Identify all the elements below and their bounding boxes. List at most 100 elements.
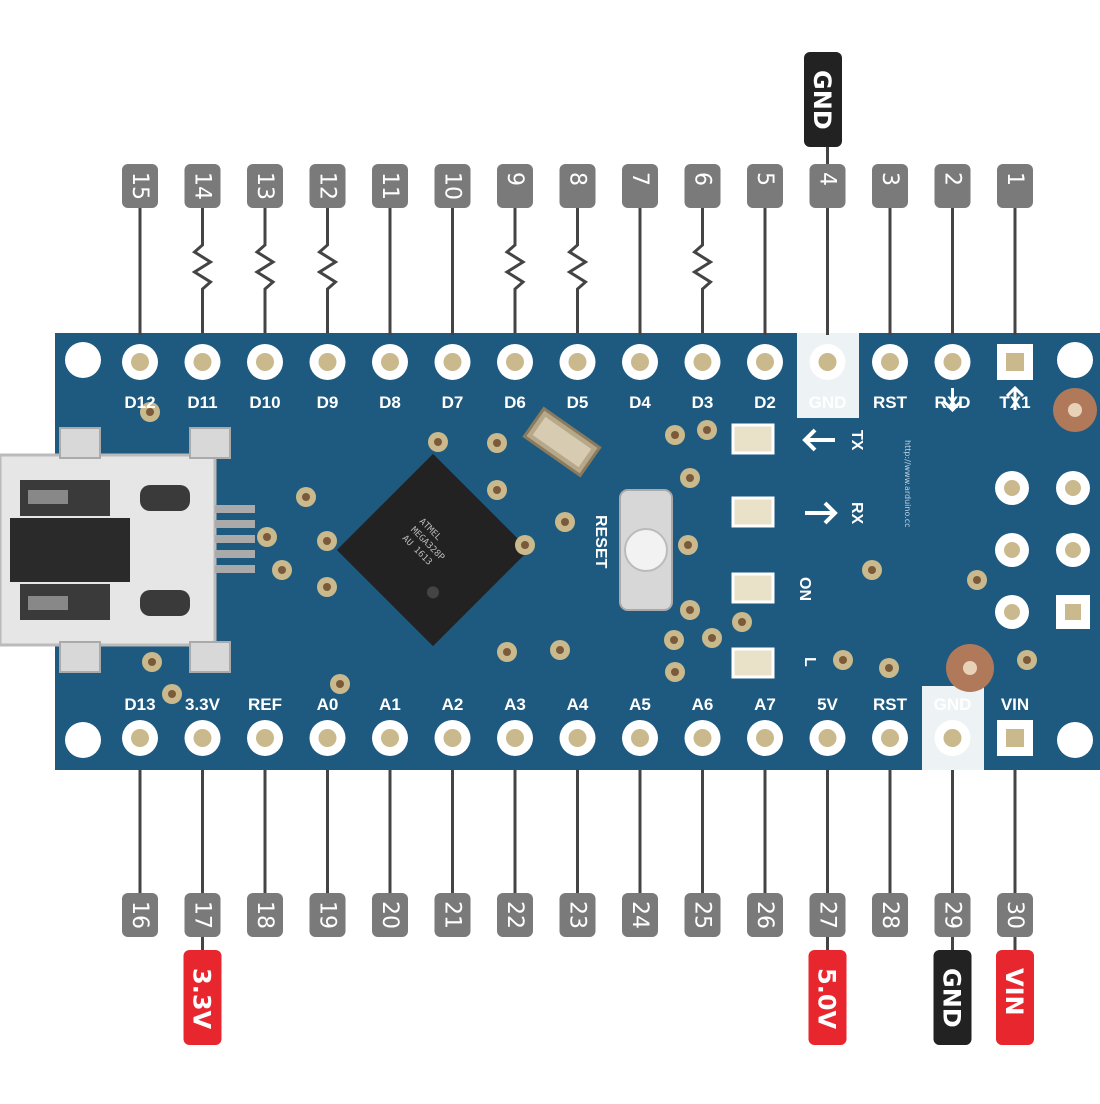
bottom-pin-number-29-text: 29 xyxy=(940,901,965,929)
top-pad-D2 xyxy=(747,344,783,380)
led-tx xyxy=(731,423,775,455)
reset-label: RESET xyxy=(592,515,609,569)
bottom-pin-number-24: 24 xyxy=(622,893,658,937)
reset-button[interactable] xyxy=(619,489,673,611)
bottom-pin-number-23-text: 23 xyxy=(565,901,590,929)
bottom-pad-VIN xyxy=(997,720,1033,756)
bottom-pin-label-5V: 5V xyxy=(817,695,838,714)
bottom-pad-3.3V xyxy=(184,720,221,756)
top-pin-wire-D11 xyxy=(191,208,214,333)
led-label-l: L xyxy=(801,657,818,667)
bottom-pin-number-23: 23 xyxy=(559,893,596,937)
top-pin-label-D2: D2 xyxy=(754,393,776,412)
bottom-pin-number-28: 28 xyxy=(872,893,908,937)
bottom-tag-GND: GND xyxy=(933,937,972,1045)
bottom-pad-RST xyxy=(872,720,908,756)
top-pad-GND xyxy=(809,344,846,380)
top-pad-D11 xyxy=(184,344,221,380)
top-pin-number-11-bg xyxy=(372,164,408,208)
bottom-pin-label-A7: A7 xyxy=(754,695,776,714)
bottom-pin-label-GND: GND xyxy=(934,695,972,714)
bottom-pad-A2 xyxy=(434,720,471,756)
top-pin-number-15: 15 xyxy=(122,164,158,208)
top-pin-number-3-bg xyxy=(872,164,908,208)
bottom-pin-row: D13163.3V17REF18A019A120A221A322A423A524… xyxy=(122,695,1033,937)
bottom-tag-bg xyxy=(996,950,1034,1045)
bottom-pin-number-24-text: 24 xyxy=(627,901,652,929)
bottom-pin-number-21-text: 21 xyxy=(440,901,465,929)
bottom-pin-number-19-bg xyxy=(309,893,346,937)
bottom-pin-number-27-bg xyxy=(809,893,846,937)
top-pad-D10 xyxy=(247,344,283,380)
top-pin-wire-D9 xyxy=(316,208,339,333)
top-gnd-tag-text: GND xyxy=(808,70,836,130)
bottom-pad-A1 xyxy=(372,720,408,756)
via-group xyxy=(140,402,1037,704)
bottom-pin-number-29: 29 xyxy=(934,893,971,937)
top-pin-number-1-text: 1 xyxy=(1002,172,1027,186)
crystal xyxy=(522,406,602,478)
bottom-pin-label-3.3V: 3.3V xyxy=(185,695,221,714)
bottom-pad-A5 xyxy=(622,720,658,756)
top-pin-number-6-bg xyxy=(684,164,721,208)
bottom-pin-number-30: 30 xyxy=(997,893,1033,937)
top-pin-number-4-text: 4 xyxy=(815,172,840,186)
bottom-pin-number-27-text: 27 xyxy=(815,901,840,929)
top-pin-number-8: 8 xyxy=(559,164,596,208)
bottom-pin-label-RST: RST xyxy=(873,695,908,714)
bottom-tag-text: 5.0V xyxy=(813,968,841,1030)
bottom-tag-text: VIN xyxy=(1000,968,1028,1016)
top-pin-number-9-text: 9 xyxy=(502,172,527,186)
bottom-pin-number-28-bg xyxy=(872,893,908,937)
bottom-pad-5V xyxy=(809,720,846,756)
top-pin-label-D10: D10 xyxy=(249,393,280,412)
bottom-pin-number-20: 20 xyxy=(372,893,408,937)
rx-arrow-icon xyxy=(805,501,838,525)
bottom-pad-REF xyxy=(247,720,283,756)
bottom-pin-number-22: 22 xyxy=(497,893,533,937)
top-pin-number-2-bg xyxy=(934,164,971,208)
bottom-pin-label-A3: A3 xyxy=(504,695,526,714)
top-pin-number-2: 2 xyxy=(934,164,971,208)
bottom-pin-number-18-bg xyxy=(247,893,283,937)
bottom-pin-number-25: 25 xyxy=(684,893,721,937)
top-pad-RST xyxy=(872,344,908,380)
atmega-chip: ATMEL MEGA328P AU 1613 xyxy=(336,453,530,647)
top-pad-RXD xyxy=(934,344,971,380)
bottom-pin-number-26-bg xyxy=(747,893,783,937)
bottom-pin-number-20-text: 20 xyxy=(377,901,402,929)
top-pin-number-1-bg xyxy=(997,164,1033,208)
bottom-pad-A6 xyxy=(684,720,721,756)
top-pin-number-11: 11 xyxy=(372,164,408,208)
top-gnd-tag: GND xyxy=(804,52,842,147)
bottom-pin-label-REF: REF xyxy=(248,695,282,714)
mount-hole xyxy=(1057,342,1093,378)
bottom-pin-number-25-bg xyxy=(684,893,721,937)
top-pin-wire-D5 xyxy=(566,208,589,333)
led-label-tx: TX xyxy=(848,430,865,451)
bottom-pin-label-A5: A5 xyxy=(629,695,651,714)
top-pin-wire-D6 xyxy=(504,208,526,333)
bottom-pin-label-A1: A1 xyxy=(379,695,401,714)
top-pin-label-D12: D12 xyxy=(124,393,155,412)
bottom-pin-number-30-text: 30 xyxy=(1002,901,1027,929)
top-pin-number-2-text: 2 xyxy=(940,172,965,186)
bottom-pin-number-26-text: 26 xyxy=(752,901,777,929)
copper-pad xyxy=(963,661,977,675)
top-pin-number-7: 7 xyxy=(622,164,658,208)
bottom-pin-number-24-bg xyxy=(622,893,658,937)
bottom-pin-number-17-text: 17 xyxy=(190,901,215,929)
bottom-pad-A7 xyxy=(747,720,783,756)
top-pin-label-GND: GND xyxy=(809,393,847,412)
bottom-tag-bg xyxy=(183,950,222,1045)
bottom-pad-A3 xyxy=(497,720,533,756)
bottom-pin-label-A0: A0 xyxy=(317,695,339,714)
bottom-pin-number-28-text: 28 xyxy=(877,901,902,929)
bottom-tag-text: 3.3V xyxy=(188,968,216,1030)
bottom-pad-A0 xyxy=(309,720,346,756)
top-pin-number-14-text: 14 xyxy=(190,172,215,200)
led-label-rx: RX xyxy=(848,502,865,525)
bottom-pin-number-29-bg xyxy=(934,893,971,937)
bottom-tag-bg xyxy=(933,950,972,1045)
